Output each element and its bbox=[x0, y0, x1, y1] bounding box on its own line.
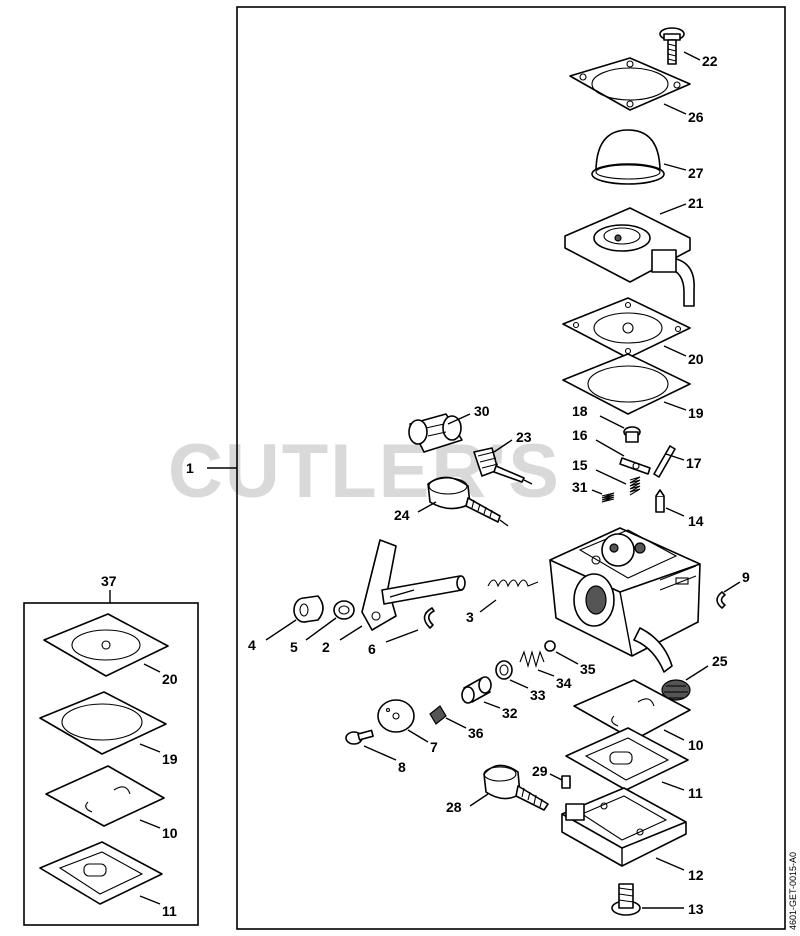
part-10-diaphragm bbox=[573, 679, 691, 741]
part-13-screw bbox=[611, 883, 641, 916]
label-15[interactable]: 15 bbox=[572, 457, 588, 473]
label-32[interactable]: 32 bbox=[502, 705, 518, 721]
part-20-diaphragm bbox=[562, 297, 691, 359]
label-16[interactable]: 16 bbox=[572, 427, 588, 443]
label-9[interactable]: 9 bbox=[742, 569, 750, 585]
label-8[interactable]: 8 bbox=[398, 759, 406, 775]
label-35[interactable]: 35 bbox=[580, 661, 596, 677]
part-28-adjusting-screw bbox=[483, 764, 549, 811]
part-32-valve bbox=[461, 676, 492, 704]
label-19[interactable]: 19 bbox=[688, 405, 704, 421]
part-17-pin bbox=[653, 445, 676, 478]
label-33[interactable]: 33 bbox=[530, 687, 546, 703]
part-34-spring bbox=[519, 649, 545, 669]
label-10[interactable]: 10 bbox=[688, 737, 704, 753]
label-12[interactable]: 12 bbox=[688, 867, 704, 883]
label-4[interactable]: 4 bbox=[248, 637, 256, 653]
label-5[interactable]: 5 bbox=[290, 639, 298, 655]
label-13[interactable]: 13 bbox=[688, 901, 704, 917]
part-18-screw bbox=[623, 426, 641, 443]
part-21-pump-cover bbox=[564, 207, 695, 307]
part-35-washer bbox=[544, 640, 556, 652]
part-14-needle-valve bbox=[655, 489, 665, 513]
label-26[interactable]: 26 bbox=[688, 109, 704, 125]
part-26-gasket bbox=[569, 57, 691, 111]
label-kit-19[interactable]: 19 bbox=[162, 751, 178, 767]
part-29-pin bbox=[561, 775, 571, 789]
part-24-adjusting-screw bbox=[427, 476, 509, 527]
kit-frame bbox=[23, 602, 199, 926]
label-kit-10[interactable]: 10 bbox=[162, 825, 178, 841]
label-27[interactable]: 27 bbox=[688, 165, 704, 181]
label-6[interactable]: 6 bbox=[368, 641, 376, 657]
kit-part-10-diaphragm bbox=[45, 765, 165, 827]
label-23[interactable]: 23 bbox=[516, 429, 532, 445]
label-kit[interactable]: 37 bbox=[101, 573, 117, 589]
part-23-adjusting-screw bbox=[473, 447, 533, 485]
part-12-metering-cover bbox=[561, 787, 687, 867]
part-2-throttle-shaft bbox=[361, 539, 466, 631]
label-11[interactable]: 11 bbox=[688, 785, 703, 801]
drawing-code: 4601-GET-0015-A0 bbox=[788, 852, 798, 930]
label-3[interactable]: 3 bbox=[466, 609, 474, 625]
kit-part-19-gasket bbox=[39, 691, 167, 755]
part-25-filter-screen bbox=[661, 679, 691, 701]
label-kit-20[interactable]: 20 bbox=[162, 671, 178, 687]
label-20[interactable]: 20 bbox=[688, 351, 704, 367]
part-36-filter-screen bbox=[429, 705, 447, 725]
label-28[interactable]: 28 bbox=[446, 799, 462, 815]
label-31[interactable]: 31 bbox=[572, 479, 588, 495]
carburetor-body bbox=[549, 527, 701, 673]
label-2[interactable]: 2 bbox=[322, 639, 330, 655]
part-33-o-ring bbox=[495, 660, 513, 680]
part-4-bushing bbox=[293, 595, 324, 623]
part-8-screw bbox=[345, 729, 374, 745]
label-assembly[interactable]: 1 bbox=[186, 460, 194, 476]
part-27-primer-bulb bbox=[591, 129, 665, 185]
part-9-clip bbox=[716, 591, 726, 609]
label-18[interactable]: 18 bbox=[572, 403, 588, 419]
part-22-screw bbox=[659, 27, 685, 65]
label-kit-11[interactable]: 11 bbox=[162, 903, 177, 919]
kit-part-20-diaphragm bbox=[43, 613, 169, 677]
part-7-throttle-plate bbox=[377, 699, 415, 733]
part-6-clip bbox=[423, 607, 435, 629]
part-31-spring bbox=[601, 492, 615, 503]
label-21[interactable]: 21 bbox=[688, 195, 704, 211]
part-16-lever bbox=[619, 457, 651, 475]
label-29[interactable]: 29 bbox=[532, 763, 548, 779]
label-7[interactable]: 7 bbox=[430, 739, 438, 755]
label-25[interactable]: 25 bbox=[712, 653, 728, 669]
label-14[interactable]: 14 bbox=[688, 513, 704, 529]
label-22[interactable]: 22 bbox=[702, 53, 718, 69]
part-3-spring bbox=[487, 579, 539, 588]
label-30[interactable]: 30 bbox=[474, 403, 490, 419]
kit-part-11-gasket bbox=[39, 841, 163, 905]
part-5-washer bbox=[333, 600, 355, 620]
label-36[interactable]: 36 bbox=[468, 725, 484, 741]
label-34[interactable]: 34 bbox=[556, 675, 572, 691]
part-19-gasket bbox=[562, 353, 691, 415]
part-15-spring bbox=[629, 476, 641, 496]
label-17[interactable]: 17 bbox=[686, 455, 702, 471]
part-11-gasket bbox=[565, 727, 689, 791]
label-24[interactable]: 24 bbox=[394, 507, 410, 523]
